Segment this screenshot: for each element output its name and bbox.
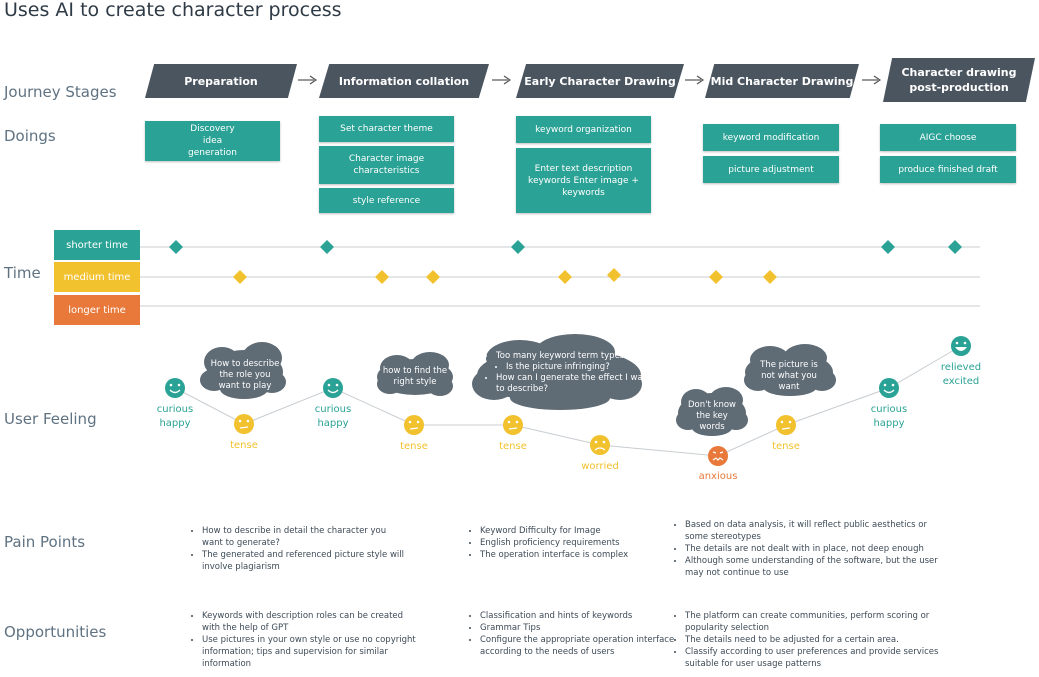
list-item: The operation interface is complex <box>480 549 685 561</box>
shorter-time-marker <box>169 240 183 254</box>
thought-cloud-2 <box>377 352 453 396</box>
doing-picture-adjustment: picture adjustment <box>703 156 839 183</box>
pain-points-col-3: Based on data analysis, it will reflect … <box>673 519 947 579</box>
feeling-label-curious-happy: curious happy <box>870 404 908 429</box>
excited-face-icon <box>951 336 971 356</box>
cloud-3-item: Too many keyword term types <box>496 351 652 362</box>
medium-time-marker <box>709 270 723 284</box>
shorter-time-marker <box>320 240 334 254</box>
doing-enter-text: Enter text description keywords Enter im… <box>516 148 651 213</box>
thought-cloud-5 <box>744 344 836 396</box>
feeling-label-relieved-excited: relieved excited <box>940 362 982 387</box>
list-item: Although some understanding of the softw… <box>685 555 947 579</box>
feeling-label-worried: worried <box>581 461 619 472</box>
list-item: The details are not dealt with in place,… <box>685 543 947 555</box>
doing-style-reference: style reference <box>319 188 454 213</box>
medium-time-marker <box>426 270 440 284</box>
tense-face-icon <box>776 415 796 435</box>
list-item: The details need to be adjusted for a ce… <box>685 634 947 646</box>
medium-time-marker <box>375 270 389 284</box>
row-label-pain-points: Pain Points <box>4 533 86 551</box>
stage-post-production: Character drawing post-production <box>883 58 1035 102</box>
happy-face-icon <box>879 378 899 398</box>
doing-aigc-choose: AIGC choose <box>880 124 1016 151</box>
cloud-1-text: How to describe the role you want to pla… <box>210 359 280 391</box>
medium-time-marker <box>558 270 572 284</box>
shorter-time-marker <box>948 240 962 254</box>
doing-set-theme: Set character theme <box>319 116 454 142</box>
worried-face-icon <box>590 435 610 455</box>
shorter-time-marker <box>881 240 895 254</box>
thought-cloud-3 <box>472 334 642 410</box>
arrow-right-icon <box>862 75 882 85</box>
pain-points-col-2: Keyword Difficulty for Image English pro… <box>468 525 685 561</box>
row-label-journey-stages: Journey Stages <box>4 83 117 101</box>
list-item: The platform can create communities, per… <box>685 610 947 634</box>
stage-early-character-drawing: Early Character Drawing <box>516 64 684 98</box>
list-item: Configure the appropriate operation inte… <box>480 634 690 658</box>
list-item: Keywords with description roles can be c… <box>202 610 417 634</box>
list-item: Classification and hints of keywords <box>480 610 690 622</box>
time-shorter-label: shorter time <box>54 230 140 260</box>
list-item: Use pictures in your own style or use no… <box>202 634 417 670</box>
list-item: Based on data analysis, it will reflect … <box>685 519 947 543</box>
medium-time-marker <box>607 268 621 282</box>
thought-cloud-1 <box>200 342 286 399</box>
row-label-user-feeling: User Feeling <box>4 410 97 428</box>
feeling-label-curious-happy: curious happy <box>156 404 194 429</box>
pain-points-col-1: How to describe in detail the character … <box>190 525 407 573</box>
anxious-face-icon <box>708 446 728 466</box>
doing-image-characteristics: Character image characteristics <box>319 146 454 184</box>
list-item: Grammar Tips <box>480 622 690 634</box>
list-item: English proficiency requirements <box>480 537 685 549</box>
medium-time-marker <box>763 270 777 284</box>
list-item: How to describe in detail the character … <box>202 525 407 549</box>
opportunities-col-3: The platform can create communities, per… <box>673 610 947 670</box>
row-label-opportunities: Opportunities <box>4 623 107 641</box>
list-item: Classify according to user preferences a… <box>685 646 947 670</box>
arrow-right-icon <box>685 75 705 85</box>
list-item: The generated and referenced picture sty… <box>202 549 407 573</box>
cloud-5-text: The picture is not what you want <box>760 360 818 392</box>
time-longer-label: longer time <box>54 295 140 325</box>
feeling-label-tense: tense <box>230 440 258 451</box>
shorter-time-marker <box>511 240 525 254</box>
stage-mid-character-drawing: Mid Character Drawing <box>705 64 859 98</box>
medium-time-marker <box>233 270 247 284</box>
stage-preparation: Preparation <box>145 64 297 98</box>
list-item: Keyword Difficulty for Image <box>480 525 685 537</box>
happy-face-icon <box>323 378 343 398</box>
row-label-time: Time <box>4 264 41 282</box>
stage-information-collation: Information collation <box>319 64 489 98</box>
arrow-right-icon <box>492 75 512 85</box>
opportunities-col-1: Keywords with description roles can be c… <box>190 610 417 670</box>
page-title: Uses AI to create character process <box>4 0 342 21</box>
row-label-doings: Doings <box>4 127 56 145</box>
cloud-3-item: Is the picture infringing? <box>506 362 652 373</box>
cloud-2-text: how to find the right style <box>382 366 448 387</box>
tense-face-icon <box>404 415 424 435</box>
feeling-label-anxious: anxious <box>698 471 738 482</box>
arrow-right-icon <box>298 75 318 85</box>
thought-cloud-4 <box>676 387 748 436</box>
tense-face-icon <box>503 415 523 435</box>
cloud-3-item: How can I generate the effect I want to … <box>496 373 652 395</box>
doing-produce-draft: produce finished draft <box>880 156 1016 183</box>
tense-face-icon <box>234 414 254 434</box>
doing-discovery: Discovery idea generation <box>145 121 280 161</box>
time-medium-label: medium time <box>54 262 140 292</box>
cloud-4-text: Don't know the key words <box>688 400 736 432</box>
opportunities-col-2: Classification and hints of keywords Gra… <box>468 610 690 658</box>
happy-face-icon <box>165 378 185 398</box>
doing-keyword-organization: keyword organization <box>516 116 651 143</box>
feeling-label-tense: tense <box>400 441 428 452</box>
feeling-label-tense: tense <box>499 441 527 452</box>
cloud-3-list: Too many keyword term types Is the pictu… <box>484 351 652 395</box>
doing-keyword-modification: keyword modification <box>703 124 839 151</box>
feeling-label-tense: tense <box>772 441 800 452</box>
feeling-label-curious-happy: curious happy <box>314 404 352 429</box>
